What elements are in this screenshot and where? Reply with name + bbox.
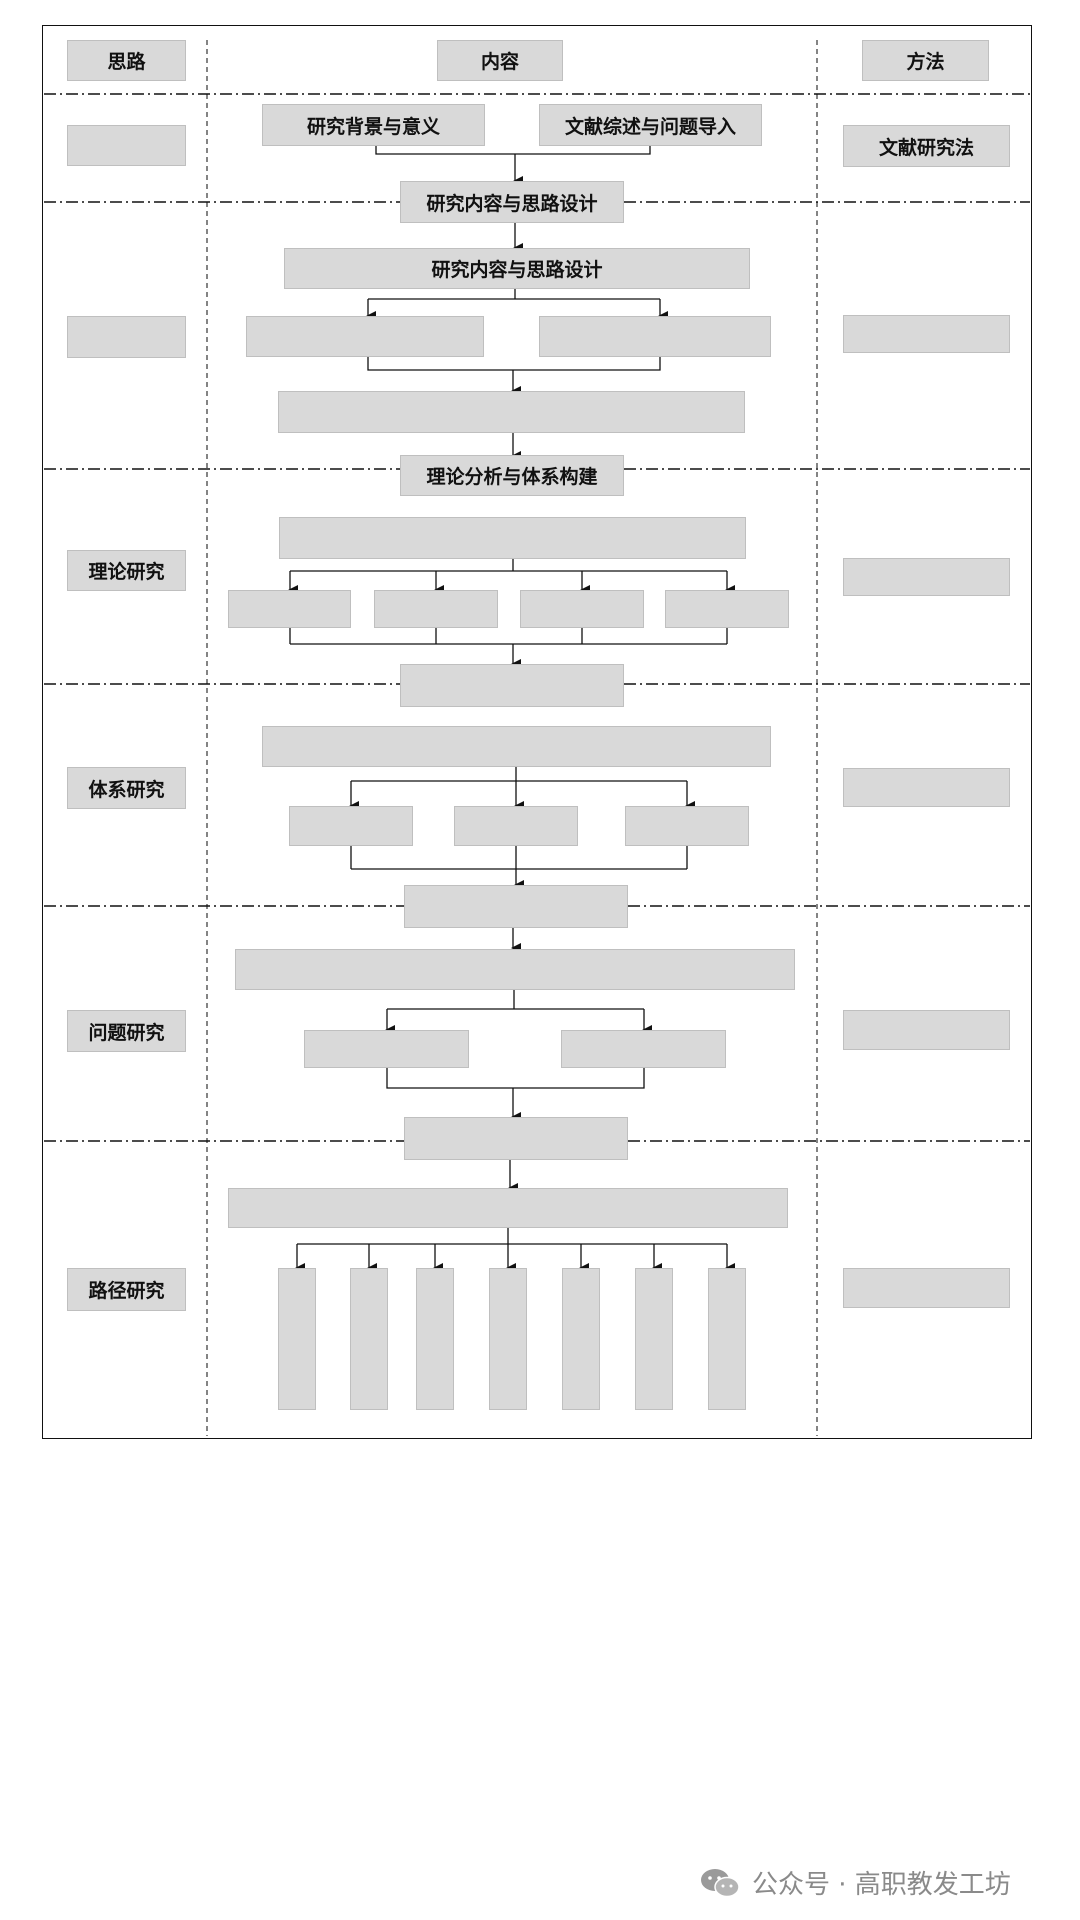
theory-main [279, 517, 746, 559]
method-1: 文献研究法 [843, 125, 1010, 167]
header-content: 内容 [437, 40, 563, 81]
system-main [262, 726, 771, 767]
problem-result [404, 1117, 628, 1160]
row-label-1 [67, 125, 186, 166]
method-system [843, 768, 1010, 807]
problem-sub-1 [304, 1030, 469, 1068]
theory-result [400, 664, 624, 707]
path-sub-2 [350, 1268, 388, 1410]
problem-sub-2 [561, 1030, 726, 1068]
system-sub-1 [289, 806, 413, 846]
stage-design: 研究内容与思路设计 [400, 181, 624, 223]
method-2 [843, 315, 1010, 353]
content-background: 研究背景与意义 [262, 104, 485, 146]
system-sub-3 [625, 806, 749, 846]
theory-sub-2 [374, 590, 498, 628]
content-design-header: 研究内容与思路设计 [284, 248, 750, 289]
problem-main [235, 949, 795, 990]
stage-theory: 理论分析与体系构建 [400, 455, 624, 496]
theory-sub-3 [520, 590, 644, 628]
diagram-frame [42, 25, 1032, 1439]
path-main [228, 1188, 788, 1228]
system-sub-2 [454, 806, 578, 846]
path-sub-5 [562, 1268, 600, 1410]
row-label-path: 路径研究 [67, 1268, 186, 1311]
path-sub-7 [708, 1268, 746, 1410]
row-label-2 [67, 316, 186, 358]
theory-sub-4 [665, 590, 789, 628]
content-design-right [539, 316, 771, 357]
path-sub-1 [278, 1268, 316, 1410]
theory-sub-1 [228, 590, 351, 628]
method-problem [843, 1010, 1010, 1050]
row-label-problem: 问题研究 [67, 1010, 186, 1052]
header-method: 方法 [862, 40, 989, 81]
row-label-system: 体系研究 [67, 767, 186, 809]
header-approach: 思路 [67, 40, 186, 81]
path-sub-6 [635, 1268, 673, 1410]
content-design-merge [278, 391, 745, 433]
watermark-text: 公众号 · 高职教发工坊 [752, 1870, 1011, 1900]
path-sub-3 [416, 1268, 454, 1410]
path-sub-4 [489, 1268, 527, 1410]
method-theory [843, 558, 1010, 596]
method-path [843, 1268, 1010, 1308]
watermark: 公众号 · 高职教发工坊 [700, 1864, 1011, 1901]
content-design-left [246, 316, 484, 357]
row-label-theory: 理论研究 [67, 550, 186, 591]
wechat-icon [701, 1868, 740, 1897]
system-result [404, 885, 628, 928]
content-literature: 文献综述与问题导入 [539, 104, 762, 146]
